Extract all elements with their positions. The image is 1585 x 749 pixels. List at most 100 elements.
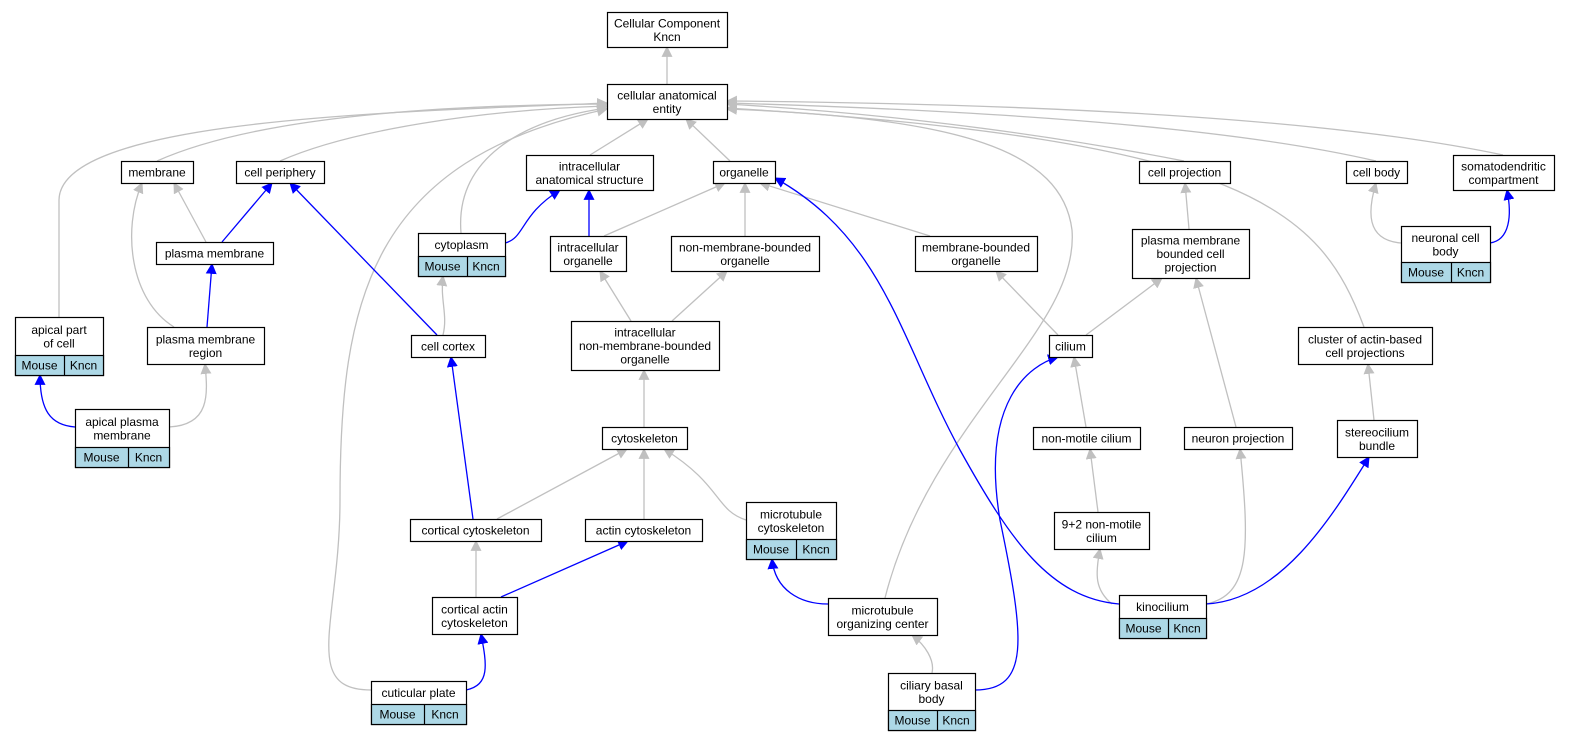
edge-is-a-cilium-to-pmbcp [1085,277,1163,336]
edges-layer [34,45,1515,691]
node-label-line: cytoplasm [434,238,488,252]
annotation-row [417,255,507,278]
node-label-line: cluster of actin-based [1308,332,1422,346]
node-label-line: of cell [43,336,74,350]
node-box [549,235,628,273]
edge-is-a-plasma-membrane-to-membrane [173,182,207,243]
node-label-line: non-membrane-bounded [579,339,711,353]
node-nonmotile-cilium[interactable]: non-motile cilium [1032,426,1142,451]
node-label-line: apical part [31,323,87,337]
node-cell-periphery[interactable]: cell periphery [235,160,326,185]
node-box [146,326,266,366]
node-box [1131,228,1251,280]
annotation-organism: Mouse [379,708,415,722]
node-label-line: membrane [93,428,151,442]
edge-is-a-inmbo-to-intra-organelle [599,270,632,322]
node-box [431,596,519,636]
node-inmbo[interactable]: intracellularnon-membrane-boundedorganel… [570,320,721,372]
annotation-organism: Mouse [894,714,930,728]
edge-is-a-intra-organelle-to-organelle [603,181,727,237]
node-label-line: ciliary basal [900,678,963,692]
edge-is-a-organelle-to-cae [685,118,731,162]
node-cortical-cytoskeleton[interactable]: cortical cytoskeleton [409,518,543,543]
node-box [712,160,777,185]
edge-is-a-cell-body-to-cae [725,97,1377,162]
edge-part-of-cell-cortex-to-cell-periphery [289,182,438,336]
node-box [606,83,729,121]
node-cilium[interactable]: cilium [1048,334,1094,359]
edge-part-of-pm-region-to-plasma-membrane [205,262,217,328]
annotation-gene: Kncn [135,451,162,465]
node-label-line: kinocilium [1136,600,1189,614]
node-organelle[interactable]: organelle [712,160,777,185]
annotation-gene: Kncn [1457,266,1484,280]
node-label-line: neuronal cell [1411,231,1479,245]
node-box [914,235,1039,273]
edge-is-a-cell-cortex-to-cytoplasm [436,274,448,336]
edge-is-a-membrane-to-cae [156,98,609,162]
node-membrane[interactable]: membrane [120,160,195,185]
node-label-line: anatomical structure [535,173,643,187]
node-label-line: organelle [951,254,1001,268]
node-cell-cortex[interactable]: cell cortex [410,334,487,359]
annotation-organism: Mouse [83,451,119,465]
annotation-organism: Mouse [424,260,460,274]
node-label-line: 9+2 non-motile [1062,517,1142,531]
node-cell-projection[interactable]: cell projection [1138,160,1232,185]
node-actin-cytoskeleton[interactable]: actin cytoskeleton [584,518,704,543]
node-label-line: actin cytoskeleton [596,524,691,538]
node-label-line: microtubule [760,507,822,521]
edge-part-of-ciliary-basal-body-to-cilium [974,354,1060,691]
node-label-line: cytoskeleton [441,616,508,630]
node-label-line: cortical actin [441,602,508,616]
edge-is-a-inmbo-to-nmb-organelle [671,270,728,322]
node-plasma-membrane[interactable]: plasma membrane [155,241,275,266]
node-cell-body[interactable]: cell body [1345,160,1409,185]
node-neuron-projection[interactable]: neuron projection [1183,426,1294,451]
edge-part-of-apical-pm-to-apical-part [34,373,76,428]
node-cytoskeleton[interactable]: cytoskeleton [601,426,689,451]
edge-part-of-cortical-cytoskeleton-to-cell-cortex [446,355,474,520]
node-box [1452,154,1556,192]
edge-is-a-somatodendritic-to-cae [725,95,1504,156]
node-label-line: microtubule [851,603,913,617]
node-box [584,518,704,543]
annotation-gene: Kncn [70,359,97,373]
annotation-row [887,709,977,732]
edge-part-of-cuticular-plate-to-cortical-actin [465,632,489,691]
node-label-line: cell periphery [244,166,315,180]
edge-is-a-mt-cytoskeleton-to-cytoskeleton [663,448,747,521]
edge-part-of-mtoc-to-mt-cytoskeleton [767,557,829,605]
node-label-line: organelle [719,166,769,180]
node-label-line: cilium [1086,531,1117,545]
edge-part-of-cytoplasm-to-ias [504,189,561,244]
edge-is-a-cell-projection-to-cae [725,99,1185,162]
node-box [1053,511,1151,551]
node-box [409,518,543,543]
node-box [827,597,939,637]
edge-is-a-pm-region-to-membrane [131,181,175,328]
node-label-line: non-membrane-bounded [679,240,811,254]
